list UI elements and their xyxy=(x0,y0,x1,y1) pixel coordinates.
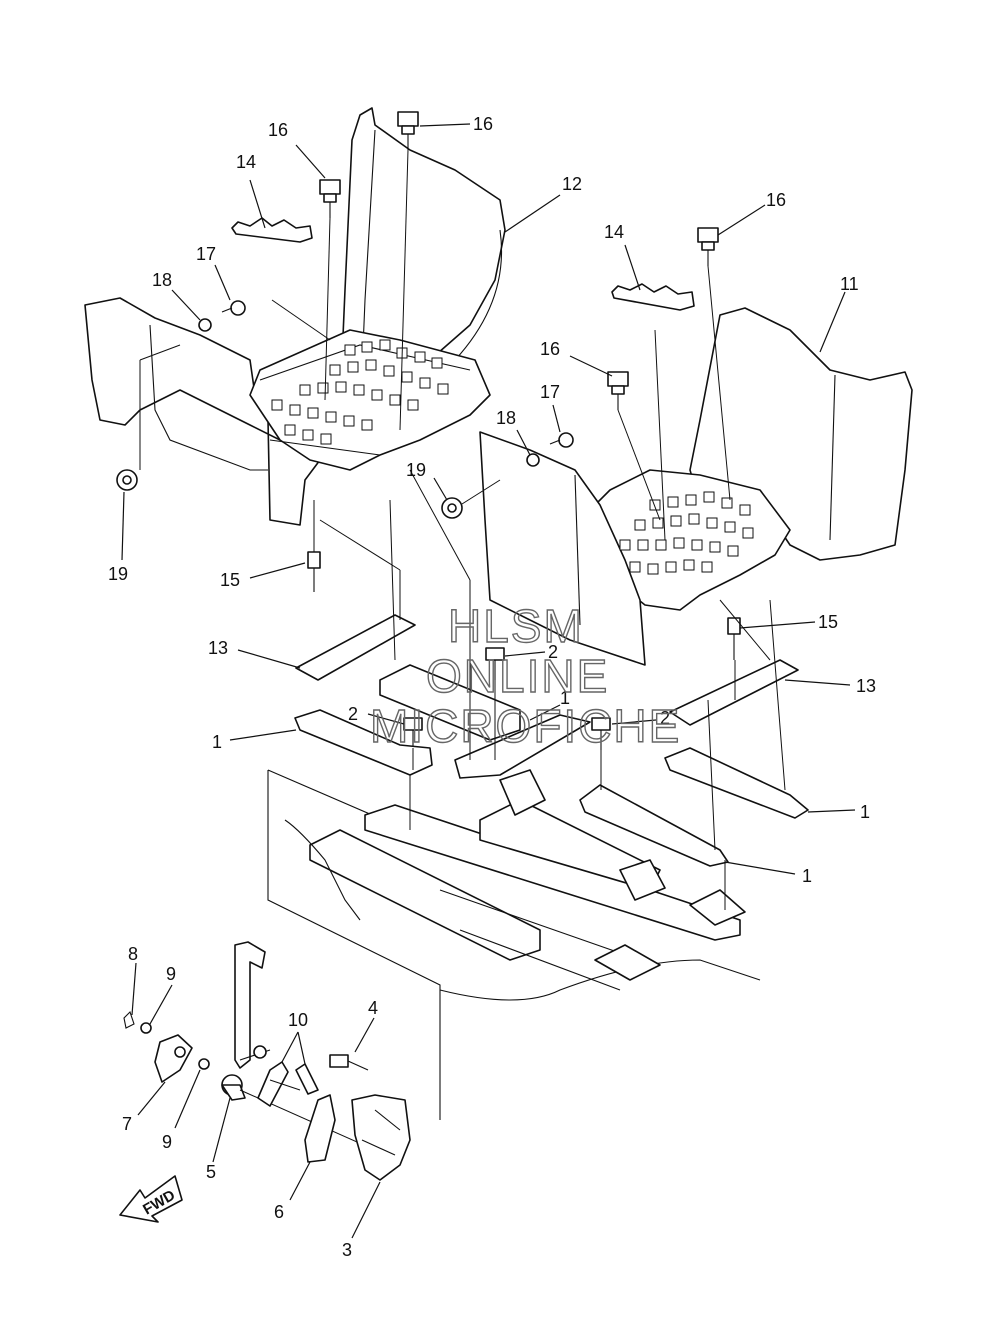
bolt-2-center xyxy=(485,647,505,680)
callout-17-right: 17 xyxy=(540,382,560,402)
callout-9-lower: 9 xyxy=(162,1132,172,1152)
callout-5: 5 xyxy=(206,1162,216,1182)
bolt-16-top-center xyxy=(397,111,419,150)
stay-1-left xyxy=(294,709,433,776)
callout-19-right: 19 xyxy=(406,460,426,480)
watermark-line-3: MICROFICHE xyxy=(370,700,681,752)
callout-13-right: 13 xyxy=(856,676,876,696)
callout-1-center: 1 xyxy=(560,688,570,708)
chassis-frame xyxy=(267,769,761,1120)
callout-3: 3 xyxy=(342,1240,352,1260)
callout-13-left: 13 xyxy=(208,638,228,658)
right-deck-tread-grid xyxy=(619,491,754,575)
left-footrest-panel xyxy=(84,107,506,526)
nut-19-right xyxy=(441,497,463,519)
callout-14-right: 14 xyxy=(604,222,624,242)
brake-pedal-assembly xyxy=(123,941,411,1181)
callout-18-right: 18 xyxy=(496,408,516,428)
callout-18-left: 18 xyxy=(152,270,172,290)
callout-15-left: 15 xyxy=(220,570,240,590)
callout-2-right: 2 xyxy=(660,708,670,728)
rivet-15-right xyxy=(727,617,741,660)
callout-2-left: 2 xyxy=(348,704,358,724)
washer-18-left xyxy=(198,318,212,332)
callout-6: 6 xyxy=(274,1202,284,1222)
bolt-2-right xyxy=(591,717,611,750)
bolt-16-right-mid xyxy=(607,371,629,410)
bolt-16-right-top xyxy=(697,227,719,266)
callout-1-right-lower: 1 xyxy=(802,866,812,886)
callout-7: 7 xyxy=(122,1114,132,1134)
callout-12: 12 xyxy=(562,174,582,194)
nut-19-left xyxy=(116,469,138,491)
watermark-line-1: HLSM xyxy=(448,600,584,652)
washer-18-right xyxy=(526,453,540,467)
callout-1-right-upper: 1 xyxy=(860,802,870,822)
stay-1-right-upper xyxy=(664,747,809,819)
callout-4: 4 xyxy=(368,998,378,1018)
callout-10: 10 xyxy=(288,1010,308,1030)
bolt-16-left xyxy=(319,179,341,218)
callout-labels: 16 16 16 16 14 14 12 11 17 17 18 18 19 1… xyxy=(108,114,876,1260)
callout-16-right-top: 16 xyxy=(766,190,786,210)
callout-15-right: 15 xyxy=(818,612,838,632)
bracket-13-left xyxy=(295,614,416,681)
watermark: HLSM ONLINE MICROFICHE xyxy=(369,599,681,752)
bracket-13-center xyxy=(379,664,521,741)
callout-16-right-mid: 16 xyxy=(540,339,560,359)
watermark-line-2: ONLINE xyxy=(426,650,609,702)
callout-8: 8 xyxy=(128,944,138,964)
callout-16-top-center: 16 xyxy=(473,114,493,134)
right-footrest-panel xyxy=(479,307,913,666)
assembly-guide-lines xyxy=(139,149,786,1091)
bracket-13-right xyxy=(669,659,799,726)
screw-17-right xyxy=(549,432,574,448)
callout-17-left: 17 xyxy=(196,244,216,264)
callout-2-center: 2 xyxy=(548,642,558,662)
right-step-tread xyxy=(611,283,695,311)
callout-11: 11 xyxy=(840,274,859,294)
callout-leader-lines xyxy=(121,123,856,1239)
left-step-tread xyxy=(231,217,313,243)
callout-14-left: 14 xyxy=(236,152,256,172)
callout-16-left: 16 xyxy=(268,120,288,140)
screw-17-left xyxy=(221,300,246,316)
callout-19-left: 19 xyxy=(108,564,128,584)
rivet-15-left xyxy=(307,551,321,592)
forward-direction-arrow: FWD xyxy=(119,1175,183,1223)
callout-9-upper: 9 xyxy=(166,964,176,984)
stay-1-center xyxy=(454,714,591,779)
callout-1-left: 1 xyxy=(212,732,222,752)
